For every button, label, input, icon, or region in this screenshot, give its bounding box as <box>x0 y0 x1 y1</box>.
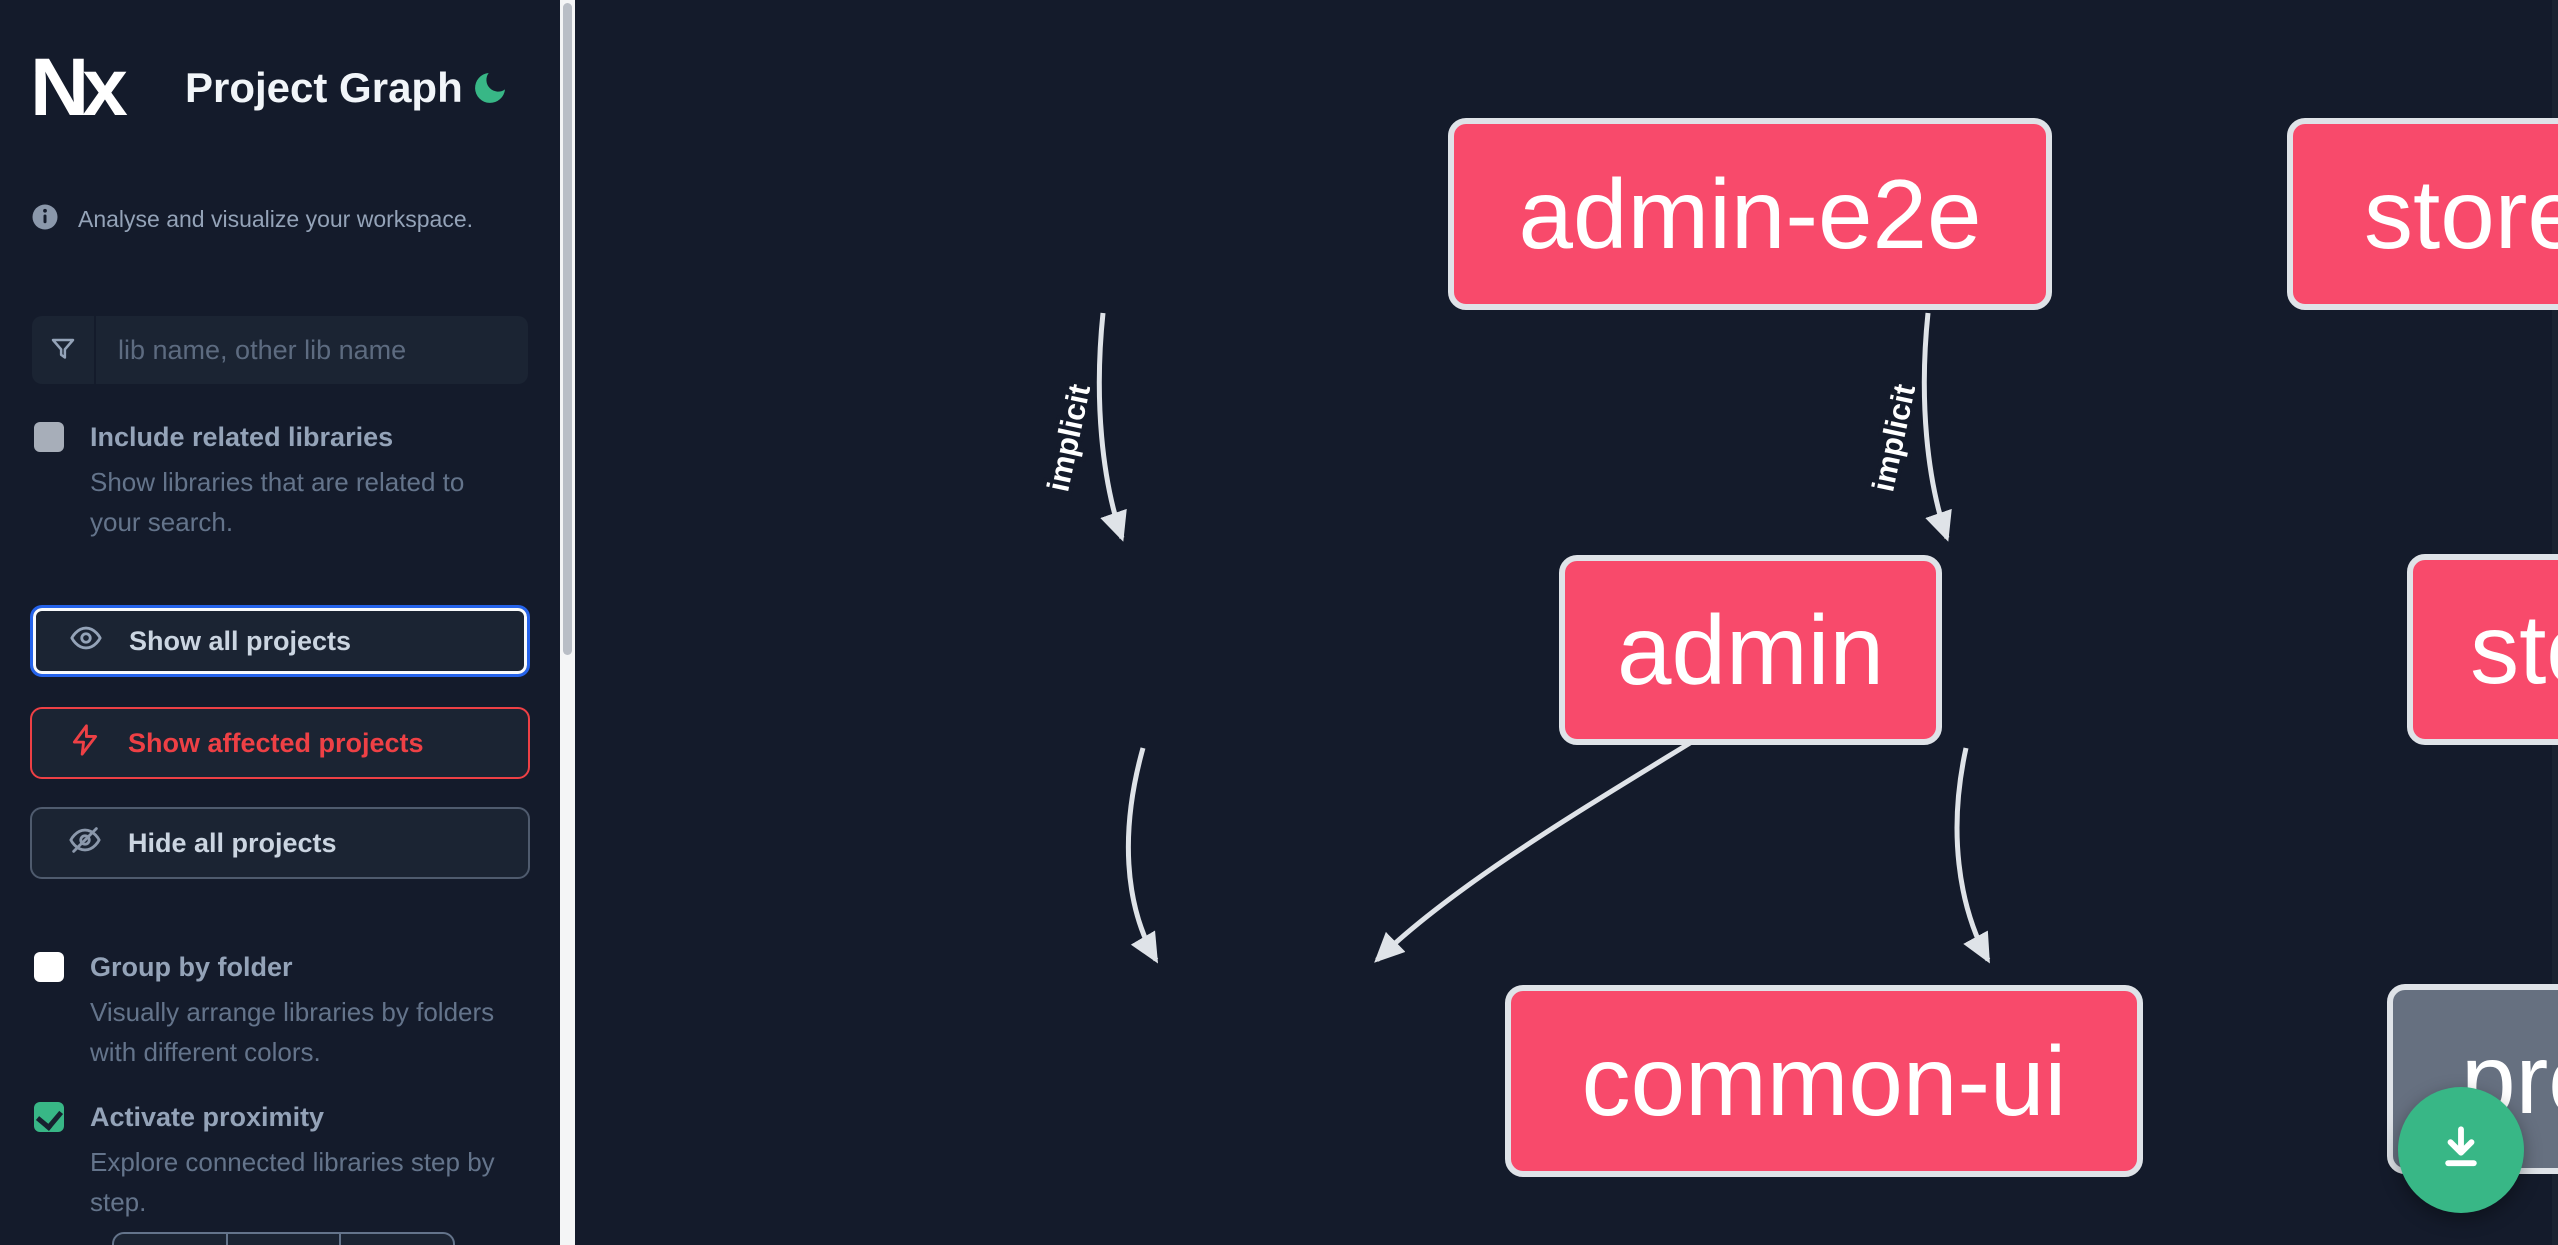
show-all-projects-button[interactable]: Show all projects <box>30 605 530 677</box>
nx-logo: Nx <box>30 42 128 133</box>
sidebar-scrollbar[interactable] <box>560 0 575 1245</box>
include-related-checkbox[interactable] <box>34 422 64 452</box>
workspace-info: Analyse and visualize your workspace. <box>30 202 473 237</box>
sidebar: Nx Project Graph Analyse and visualize y… <box>0 0 560 1245</box>
node-common-ui[interactable]: common-ui <box>1505 985 2143 1177</box>
include-related-toggle: Include related libraries Show libraries… <box>34 420 504 542</box>
info-icon <box>30 202 60 237</box>
node-store-e2e[interactable]: store-e2e <box>2287 118 2558 310</box>
depth-value-segment <box>228 1234 342 1245</box>
search-input[interactable] <box>96 316 528 384</box>
bolt-icon <box>68 723 102 764</box>
toggle-description: Show libraries that are related to your … <box>90 467 465 537</box>
group-by-folder-checkbox[interactable] <box>34 952 64 982</box>
download-graph-button[interactable] <box>2398 1087 2524 1213</box>
graph-canvas[interactable]: admin-e2e store-e2e admin store common-u… <box>575 0 2558 1245</box>
show-affected-projects-button[interactable]: Show affected projects <box>30 707 530 779</box>
page-title: Project Graph <box>185 64 463 111</box>
sidebar-scrollbar-thumb[interactable] <box>563 3 572 655</box>
depth-increment-segment[interactable] <box>341 1234 453 1245</box>
toggle-label: Activate proximity <box>90 1102 325 1132</box>
node-admin-e2e[interactable]: admin-e2e <box>1448 118 2052 310</box>
button-label: Hide all projects <box>128 827 337 858</box>
search-box <box>32 316 528 384</box>
theme-toggle-moon-icon[interactable] <box>470 68 510 108</box>
toggle-label: Include related libraries <box>90 422 394 452</box>
group-by-folder-toggle: Group by folder Visually arrange librari… <box>34 950 504 1072</box>
proximity-depth-control[interactable] <box>112 1232 455 1245</box>
node-admin[interactable]: admin <box>1559 555 1942 745</box>
eye-off-icon <box>68 823 102 864</box>
activate-proximity-toggle: Activate proximity Explore connected lib… <box>34 1100 504 1222</box>
button-label: Show all projects <box>129 625 352 656</box>
toggle-description: Visually arrange libraries by folders wi… <box>90 997 495 1067</box>
button-label: Show affected projects <box>128 727 424 758</box>
activate-proximity-checkbox[interactable] <box>34 1102 64 1132</box>
node-store[interactable]: store <box>2407 554 2558 745</box>
eye-icon <box>69 621 103 662</box>
depth-decrement-segment[interactable] <box>114 1234 228 1245</box>
download-icon <box>2433 1120 2489 1181</box>
info-text: Analyse and visualize your workspace. <box>78 206 474 232</box>
hide-all-projects-button[interactable]: Hide all projects <box>30 807 530 879</box>
toggle-label: Group by folder <box>90 952 293 982</box>
toggle-description: Explore connected libraries step by step… <box>90 1147 495 1217</box>
header: Nx Project Graph <box>30 42 530 133</box>
filter-icon <box>32 316 96 384</box>
